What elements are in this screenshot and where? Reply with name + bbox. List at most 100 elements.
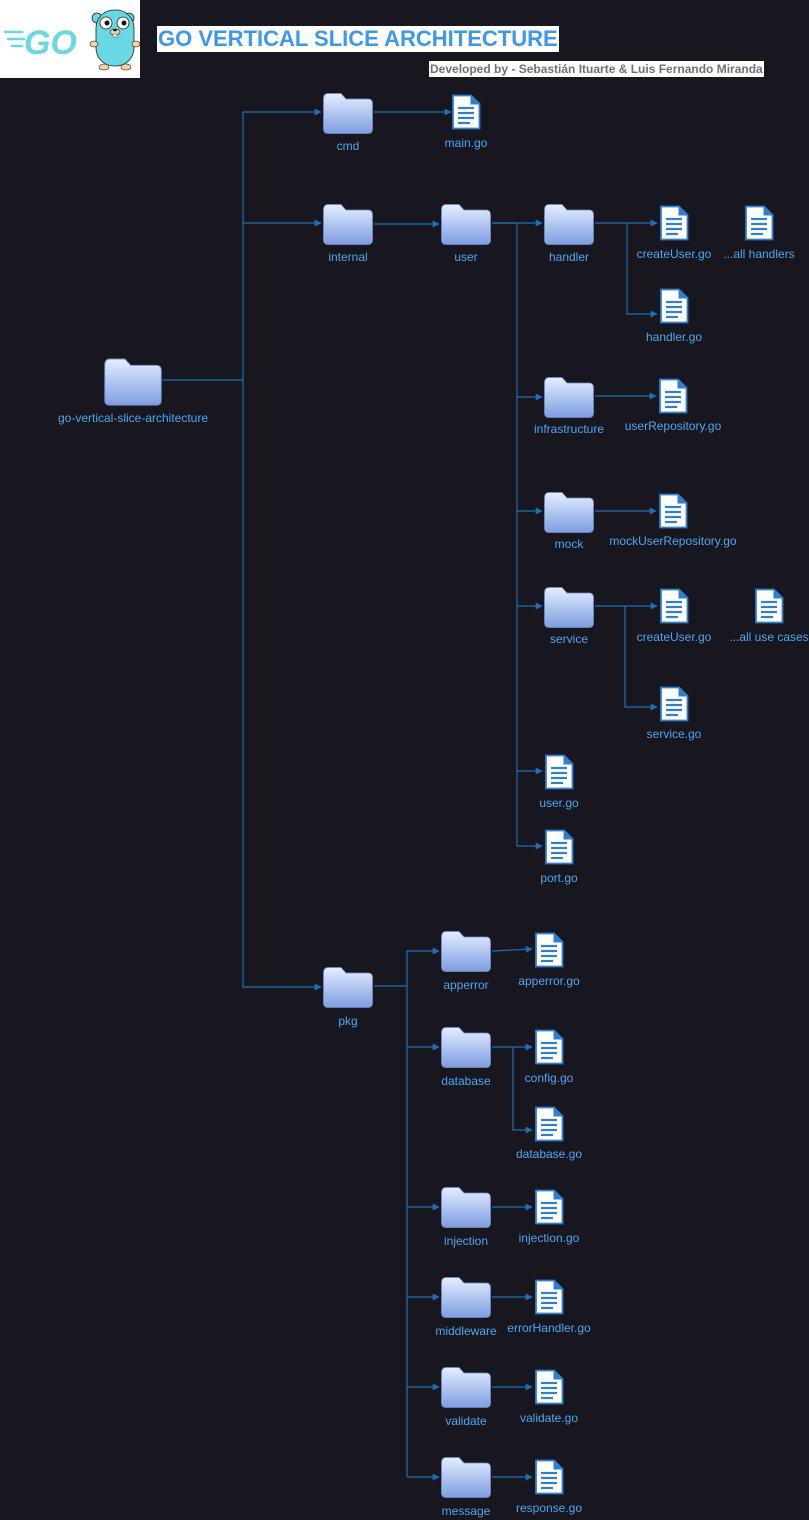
file-icon bbox=[659, 493, 688, 529]
folder-message bbox=[440, 1455, 492, 1504]
folder-icon bbox=[441, 931, 491, 972]
file-icon bbox=[452, 94, 481, 130]
connector-arrow bbox=[516, 511, 543, 610]
file-icon bbox=[545, 754, 574, 790]
folder-icon bbox=[441, 1367, 491, 1408]
file-createuser-go bbox=[659, 205, 689, 246]
file-icon bbox=[535, 1279, 564, 1315]
file-label: response.go bbox=[515, 1501, 583, 1515]
file-all-handlers bbox=[744, 205, 774, 246]
connector-arrow bbox=[406, 1297, 440, 1391]
file-icon bbox=[660, 686, 689, 722]
file-label: port.go bbox=[540, 871, 578, 885]
file-icon bbox=[535, 1106, 564, 1142]
file-icon bbox=[745, 205, 774, 241]
go-gopher-logo: GO bbox=[0, 0, 141, 78]
folder-user bbox=[440, 202, 492, 251]
connector-arrow bbox=[162, 108, 322, 381]
file-port-go bbox=[544, 829, 574, 870]
folder-label: infrastructure bbox=[533, 422, 605, 436]
folder-label: middleware bbox=[435, 1324, 497, 1338]
file-label: validate.go bbox=[519, 1411, 579, 1425]
folder-icon bbox=[323, 204, 373, 245]
connector-arrow bbox=[406, 1047, 440, 1211]
folder-icon bbox=[323, 967, 373, 1008]
connector-arrow bbox=[374, 947, 440, 987]
connector-arrow bbox=[512, 1047, 533, 1134]
file-label: mockUserRepository.go bbox=[609, 534, 737, 548]
folder-label: mock bbox=[554, 537, 584, 551]
folder-handler bbox=[543, 202, 595, 251]
file-injection-go bbox=[534, 1189, 564, 1230]
file-icon bbox=[660, 288, 689, 324]
folder-middleware bbox=[440, 1275, 492, 1324]
connector-arrow bbox=[406, 1387, 440, 1481]
file-database-go bbox=[534, 1106, 564, 1147]
folder-database bbox=[440, 1025, 492, 1074]
file-label: config.go bbox=[524, 1071, 574, 1085]
folder-go-vertical-slice-architecture bbox=[103, 356, 163, 412]
folder-label: pkg bbox=[338, 1014, 358, 1028]
folder-icon bbox=[441, 1187, 491, 1228]
folder-icon bbox=[441, 1457, 491, 1498]
file-icon bbox=[659, 378, 688, 414]
go-logo-icon: GO bbox=[3, 9, 141, 71]
folder-icon bbox=[323, 93, 373, 134]
folder-validate bbox=[440, 1365, 492, 1414]
file-errorhandler-go bbox=[534, 1279, 564, 1320]
file-label: errorHandler.go bbox=[507, 1321, 591, 1335]
file-config-go bbox=[534, 1029, 564, 1070]
connector-arrow bbox=[624, 606, 658, 711]
folder-infrastructure bbox=[543, 375, 595, 424]
connector-arrow bbox=[492, 222, 543, 401]
folder-label: go-vertical-slice-architecture bbox=[57, 411, 209, 425]
file-icon bbox=[535, 1459, 564, 1495]
file-validate-go bbox=[534, 1369, 564, 1410]
connector-arrow bbox=[491, 945, 533, 953]
file-handler-go bbox=[659, 288, 689, 329]
file-icon bbox=[660, 588, 689, 624]
folder-icon bbox=[544, 587, 594, 628]
folder-icon bbox=[544, 204, 594, 245]
file-response-go bbox=[534, 1459, 564, 1500]
folder-pkg bbox=[322, 965, 374, 1014]
folder-service bbox=[543, 585, 595, 634]
folder-label: cmd bbox=[336, 139, 360, 153]
gopher-mascot-icon bbox=[89, 9, 141, 71]
file-label: user.go bbox=[539, 796, 579, 810]
page-subtitle: Developed by - Sebastián Ituarte & Luis … bbox=[429, 61, 764, 77]
connector-arrow bbox=[626, 223, 658, 318]
file-label: ...all handlers bbox=[723, 247, 795, 261]
folder-label: injection bbox=[443, 1234, 489, 1248]
folder-label: service bbox=[549, 632, 589, 646]
folder-label: message bbox=[441, 1504, 491, 1518]
file-label: apperror.go bbox=[518, 974, 580, 988]
page-title: GO VERTICAL SLICE ARCHITECTURE bbox=[157, 26, 559, 52]
folder-icon bbox=[544, 377, 594, 418]
file-mockuserrepository-go bbox=[658, 493, 688, 534]
folder-label: apperror bbox=[443, 978, 489, 992]
file-icon bbox=[535, 932, 564, 968]
file-createuser-go bbox=[659, 588, 689, 629]
file-label: main.go bbox=[444, 136, 488, 150]
folder-icon bbox=[104, 358, 162, 406]
file-main-go bbox=[451, 94, 481, 135]
file-label: createUser.go bbox=[636, 247, 712, 261]
folder-label: internal bbox=[328, 250, 368, 264]
folder-icon bbox=[441, 1027, 491, 1068]
file-icon bbox=[535, 1189, 564, 1225]
file-apperror-go bbox=[534, 932, 564, 973]
connector-arrow bbox=[516, 771, 543, 850]
folder-mock bbox=[543, 490, 595, 539]
file-user-go bbox=[544, 754, 574, 795]
file-label: database.go bbox=[515, 1147, 583, 1161]
folder-apperror bbox=[440, 929, 492, 978]
folder-internal bbox=[322, 202, 374, 251]
folder-injection bbox=[440, 1185, 492, 1234]
file-label: userRepository.go bbox=[624, 419, 722, 433]
file-all-use-cases bbox=[754, 588, 784, 629]
file-label: service.go bbox=[646, 727, 702, 741]
connector-arrow bbox=[406, 986, 440, 1051]
go-logo-wordmark: GO bbox=[24, 24, 77, 62]
